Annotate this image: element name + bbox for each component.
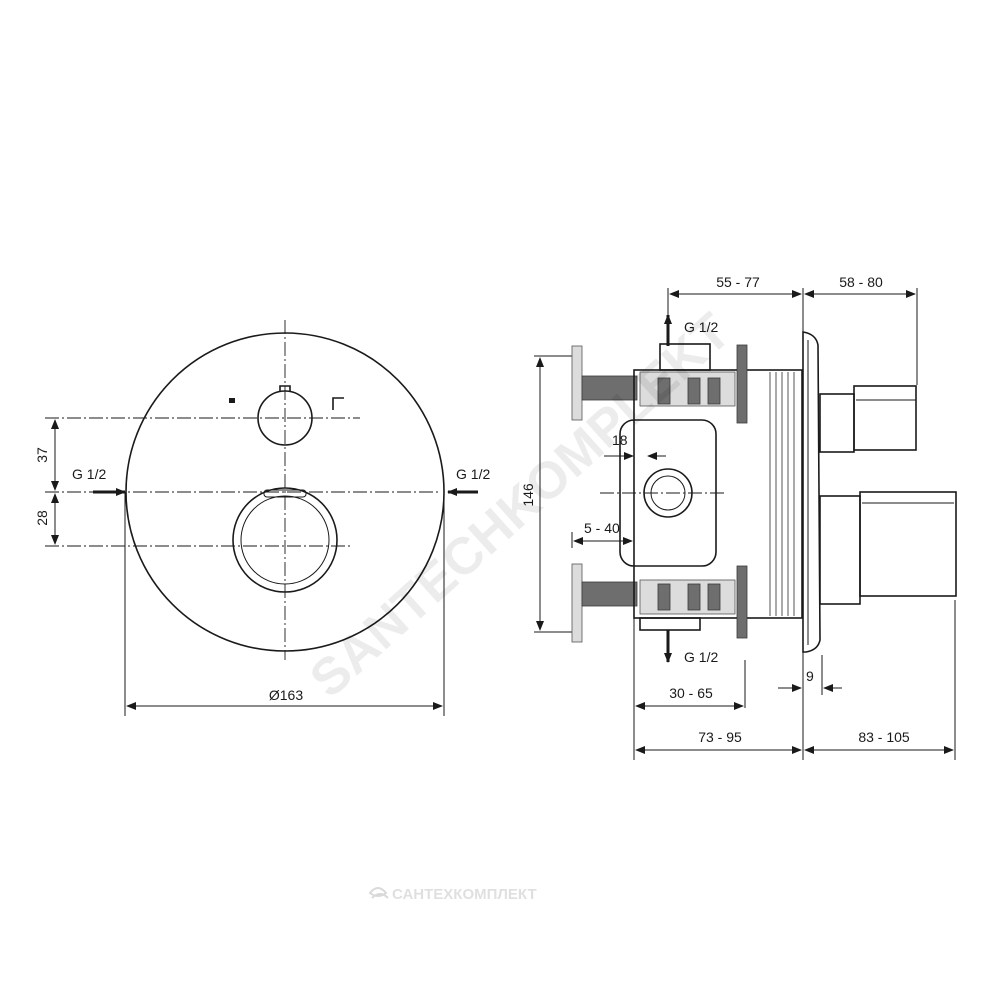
thermostat-knob bbox=[232, 487, 338, 593]
dim-9-label: 9 bbox=[806, 668, 814, 684]
offset-top-label: 37 bbox=[34, 447, 50, 463]
dim-30-65-label: 30 - 65 bbox=[669, 685, 713, 701]
brand-logo-icon bbox=[368, 887, 389, 899]
dim-83-105-label: 83 - 105 bbox=[858, 729, 910, 745]
outlet-top-label: G 1/2 bbox=[684, 319, 718, 335]
dim-58-80-label: 58 - 80 bbox=[839, 274, 883, 290]
svg-text:САНТЕХКОМПЛЕКТ: САНТЕХКОМПЛЕКТ bbox=[392, 886, 537, 903]
dim-73-95-label: 73 - 95 bbox=[698, 729, 742, 745]
inlet-right-label: G 1/2 bbox=[456, 466, 490, 482]
footer-watermark: САНТЕХКОМПЛЕКТ bbox=[368, 886, 537, 903]
offset-bottom-label: 28 bbox=[34, 510, 50, 526]
flow-selector-knob bbox=[229, 385, 344, 446]
dim-55-77-label: 55 - 77 bbox=[716, 274, 760, 290]
diagonal-watermark: SANTECHKOMPLEKT bbox=[299, 302, 742, 709]
outlet-bottom-label: G 1/2 bbox=[684, 649, 718, 665]
inlet-left-label: G 1/2 bbox=[72, 466, 106, 482]
thermostat-handle bbox=[819, 491, 957, 605]
shower-symbol-icon bbox=[332, 397, 344, 410]
side-view: 55 - 77 58 - 80 146 bbox=[520, 274, 957, 760]
dim-18-label: 18 bbox=[612, 432, 628, 448]
selector-handle bbox=[819, 385, 917, 453]
diameter-label: Ø163 bbox=[269, 687, 303, 703]
height-label: 146 bbox=[520, 483, 536, 507]
bath-symbol-icon bbox=[229, 398, 235, 403]
front-view: 37 28 G 1/2 G 1/2 Ø163 bbox=[34, 320, 490, 716]
dim-5-40-label: 5 - 40 bbox=[584, 520, 620, 536]
rough-in-body bbox=[619, 343, 803, 639]
wall-cover-plate bbox=[802, 331, 821, 653]
